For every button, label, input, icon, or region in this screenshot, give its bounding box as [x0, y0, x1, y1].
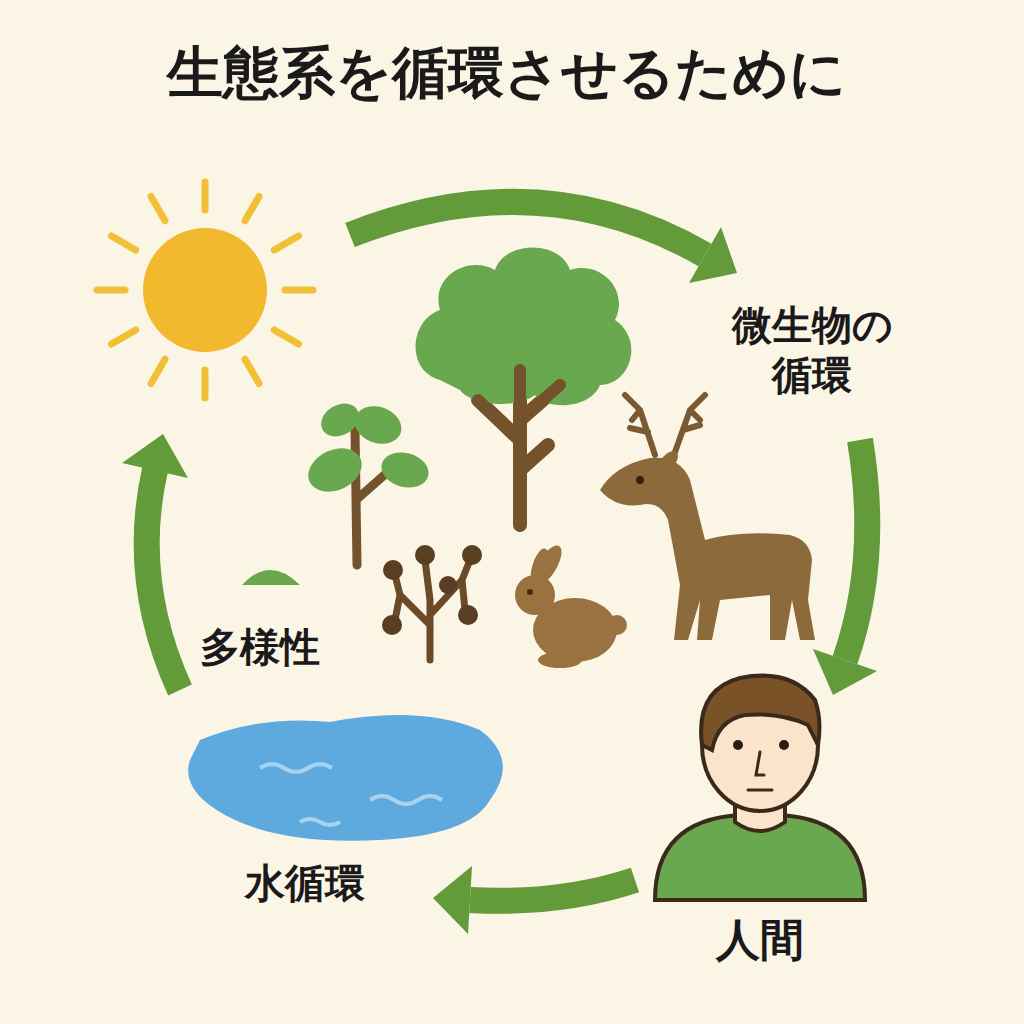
cycle-label: 多様性 [200, 622, 370, 672]
arrow-shaft [350, 202, 705, 255]
arrow-shaft [845, 440, 867, 660]
sun-ray [202, 370, 209, 398]
deer [600, 395, 815, 640]
sun-ray [111, 236, 135, 250]
lake-water [188, 715, 503, 841]
deer-antlers [625, 395, 705, 455]
arrow-head [689, 227, 737, 283]
person-features [748, 752, 772, 790]
sun-disc [143, 228, 267, 352]
leaf [301, 440, 369, 500]
rabbit [515, 541, 627, 668]
sun-ray [285, 287, 313, 294]
sapling [301, 397, 432, 565]
grass-mound [242, 570, 300, 585]
sun [97, 182, 313, 398]
lake [188, 715, 503, 841]
person-eye [733, 740, 743, 750]
person-eye [779, 740, 789, 750]
leaf [315, 397, 365, 443]
arrow-head [813, 649, 877, 695]
sun-ray [245, 359, 259, 383]
sun-ray [111, 330, 135, 344]
title: 生態系を循環させるために [0, 38, 1018, 108]
deer-ear [654, 448, 681, 477]
bush-berries [382, 545, 482, 635]
arrow-shaft [147, 470, 180, 690]
sapling-stem [355, 430, 390, 565]
water-ripples [260, 764, 442, 825]
sun-ray [245, 196, 259, 220]
cycle-label: 微生物の循環 [722, 300, 902, 400]
sun-ray [151, 359, 165, 383]
bush-branches [395, 560, 470, 660]
bush [382, 545, 482, 660]
leaf [349, 400, 406, 450]
sun-ray [151, 196, 165, 220]
person [655, 676, 865, 900]
leaf [377, 447, 432, 492]
tree [416, 248, 632, 526]
arrow-head [122, 434, 188, 478]
sun-ray [274, 236, 298, 250]
arrow-shaft [470, 880, 635, 901]
sun-ray [274, 330, 298, 344]
cycle-label: 人間 [690, 912, 830, 967]
tree-branches [478, 370, 560, 525]
deer-eye [636, 476, 644, 484]
cycle-label: 水循環 [245, 858, 425, 908]
sun-ray [202, 182, 209, 210]
sun-ray [97, 287, 125, 294]
sun-rays [97, 182, 313, 398]
deer-body [600, 458, 815, 640]
arrow-head [433, 866, 472, 934]
person-hair [701, 676, 819, 750]
